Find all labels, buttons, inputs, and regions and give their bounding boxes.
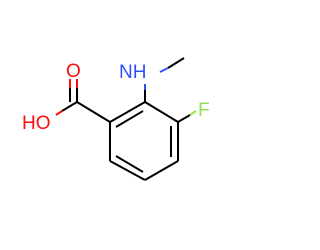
structure-canvas: O HO NH F: [22, 57, 210, 181]
hydroxyl-label: HO: [22, 113, 51, 134]
bond-ring-1: [109, 101, 146, 123]
bond-ring-to-fluorine-green: [189, 110, 197, 116]
fluorine-label: F: [198, 100, 210, 121]
bond-carboxyl-to-hydroxyl-black: [61, 101, 78, 112]
bond-amine-to-methyl-black: [167, 57, 185, 69]
bond-ring-to-fluorine-black: [177, 114, 191, 123]
bond-ring-1-inner: [115, 110, 144, 128]
bond-ring-2: [144, 101, 179, 123]
bond-ring-to-carboxyl-carbon: [76, 101, 111, 123]
bond-ring-4: [144, 160, 179, 181]
amine-label: NH: [119, 62, 146, 83]
bond-amine-to-methyl-blue: [159, 67, 169, 73]
bond-ring-5-inner: [115, 155, 144, 173]
bond-carboxyl-to-hydroxyl-red: [55, 110, 63, 116]
atom-labels: O HO NH F: [22, 61, 210, 134]
bonds: [55, 57, 197, 181]
carbonyl-oxygen-label: O: [66, 61, 81, 82]
bond-ring-5: [109, 160, 146, 181]
molecule-structure: O HO NH F: [22, 57, 210, 181]
